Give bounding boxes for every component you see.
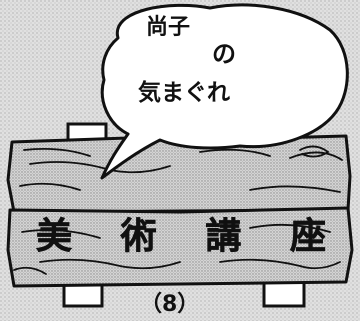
issue-number: （8） <box>140 292 199 317</box>
sign-plank-top <box>6 134 352 214</box>
speech-bubble <box>100 3 349 180</box>
sign-plank-bottom <box>6 206 354 288</box>
bubble-text-line3: 気まぐれ <box>138 79 230 106</box>
bubble-text-line2: の <box>212 40 236 68</box>
bubble-text-line1: 尚子 <box>146 15 190 40</box>
